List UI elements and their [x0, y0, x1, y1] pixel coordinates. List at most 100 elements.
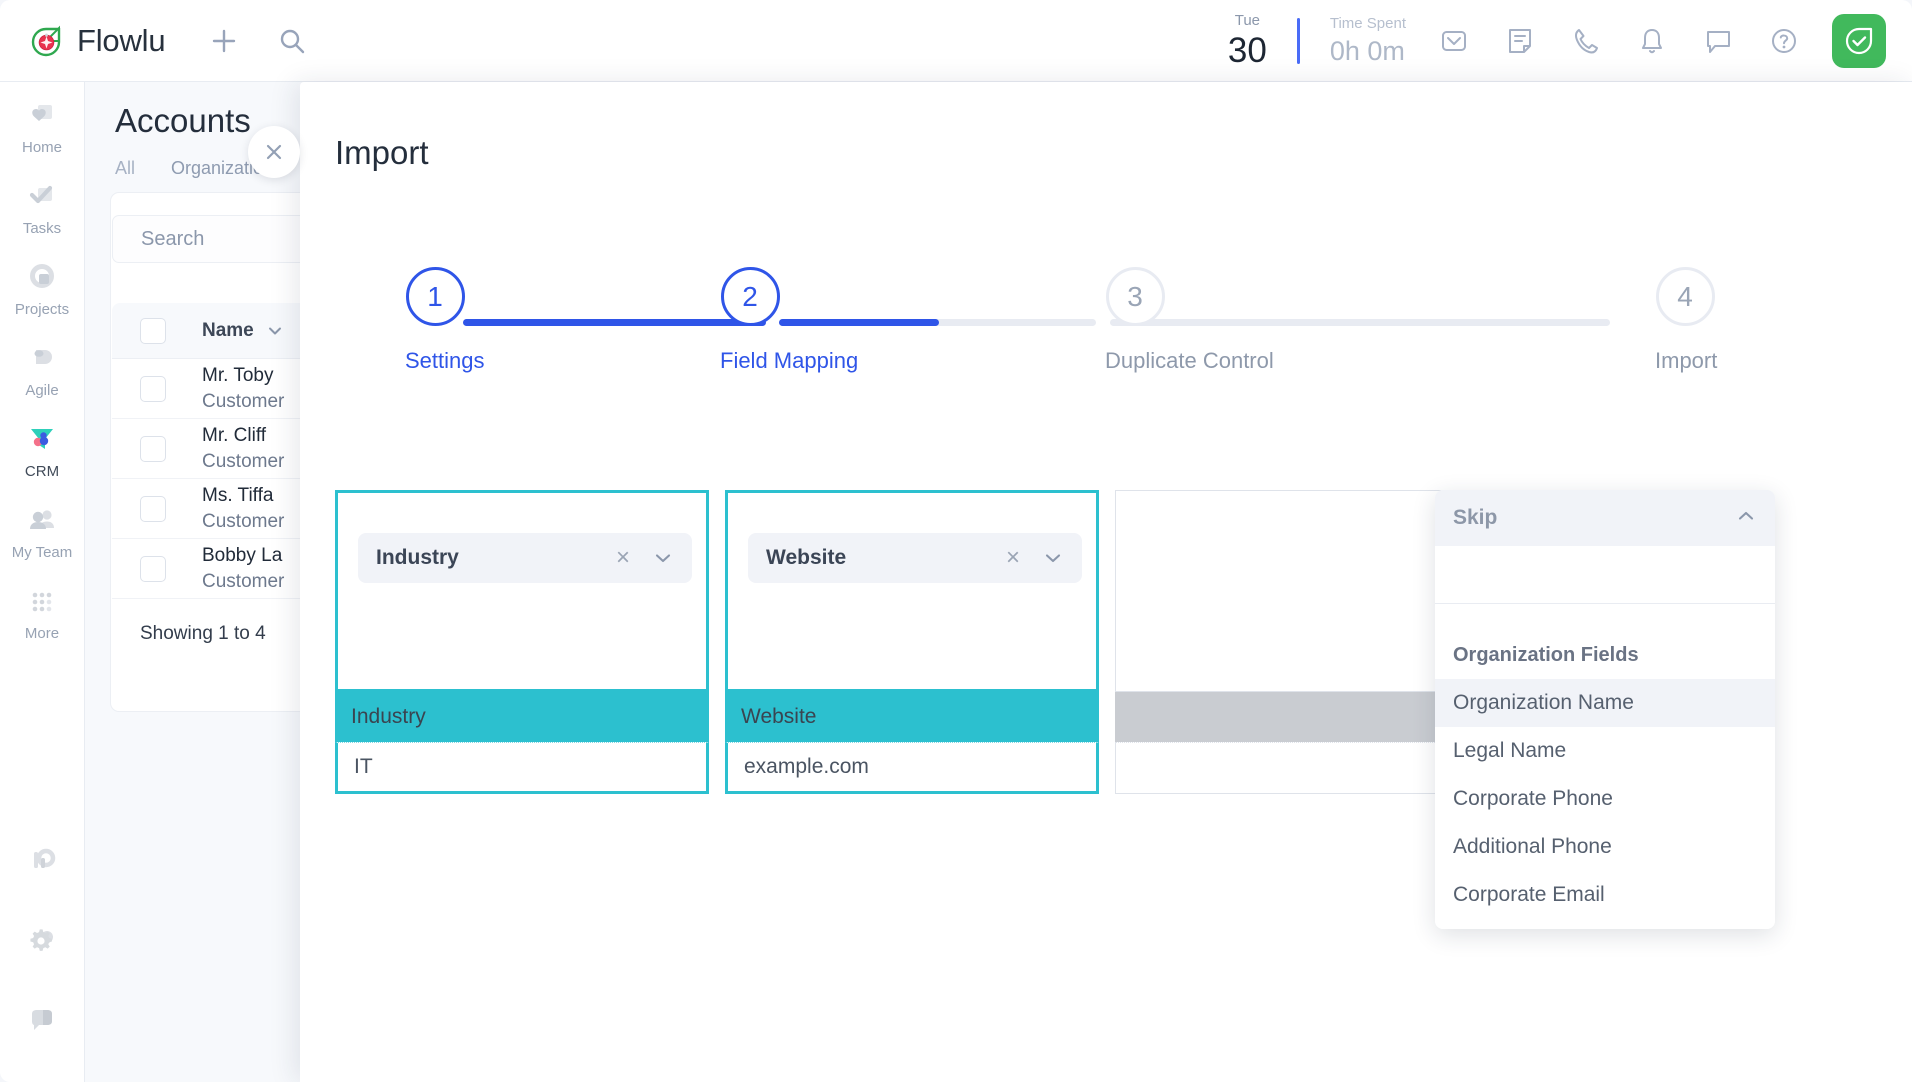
header-right-cluster: Tue 30 Time Spent 0h 0m [1228, 13, 1886, 68]
step-label: Import [1655, 348, 1718, 373]
row-subtitle: Customer [202, 450, 285, 472]
step-1-settings[interactable]: 1 Settings [405, 267, 485, 374]
row-subtitle: Customer [202, 570, 285, 592]
dropdown-item-corporate-phone[interactable]: Corporate Phone [1453, 787, 1613, 810]
check-shield-icon[interactable] [1832, 13, 1886, 68]
sidebar-label: Agile [25, 382, 59, 399]
sidebar-item-more[interactable]: More [0, 568, 85, 649]
date-day-number: 30 [1227, 31, 1267, 70]
portal-icon[interactable] [25, 820, 59, 900]
row-subtitle: Customer [202, 510, 285, 532]
field-select-industry[interactable]: Industry × [358, 533, 692, 583]
row-checkbox[interactable] [140, 435, 166, 462]
agile-icon [25, 341, 59, 375]
dropdown-item-corporate-email[interactable]: Corporate Email [1453, 883, 1605, 906]
sidebar-item-agile[interactable]: Agile [0, 325, 85, 406]
column-header-name[interactable]: Name [202, 320, 284, 342]
dropdown-item-legal-name[interactable]: Legal Name [1453, 739, 1567, 762]
chevron-up-icon[interactable] [1735, 505, 1757, 527]
mail-icon[interactable] [1436, 23, 1472, 59]
import-stepper: 1 Settings 2 Field Mapping 3 Duplicate C… [300, 267, 1912, 407]
step-connector-3-4 [1110, 319, 1610, 326]
chevron-down-icon[interactable] [652, 547, 674, 569]
mapping-card-website: Website × [725, 490, 1099, 692]
home-icon [25, 98, 59, 132]
close-small-icon[interactable]: × [1005, 544, 1020, 571]
sidebar-item-my-team[interactable]: My Team [0, 487, 85, 568]
row-checkbox[interactable] [140, 495, 166, 522]
step-number[interactable]: 2 [720, 267, 780, 326]
dropdown-item-organization-name[interactable]: Organization Name [1435, 679, 1775, 727]
step-connector-2-3-progress [779, 319, 939, 326]
sidebar-item-home[interactable]: Home [0, 82, 85, 163]
flowlu-logo-icon [28, 23, 64, 59]
field-select-value: Industry [376, 546, 459, 569]
chevron-down-icon [268, 327, 281, 334]
mapping-sample-value-skip [1115, 742, 1489, 794]
sidebar-bottom-actions [25, 820, 59, 1082]
close-small-icon[interactable]: × [615, 544, 630, 571]
step-label: Field Mapping [720, 348, 859, 373]
settings-gear-icon[interactable] [25, 900, 59, 980]
help-icon[interactable] [1766, 23, 1802, 59]
field-select-website[interactable]: Website × [748, 533, 1082, 583]
field-mapping-row: Industry × Industry IT Website × [300, 490, 1912, 794]
more-dots-icon [25, 584, 59, 618]
step-3-duplicate-control[interactable]: 3 Duplicate Control [1105, 267, 1274, 374]
dropdown-item-clipped[interactable] [1435, 919, 1775, 929]
close-icon[interactable] [248, 126, 300, 178]
projects-icon [25, 260, 59, 294]
brand-name: Flowlu [77, 22, 166, 58]
date-widget[interactable]: Tue 30 [1228, 13, 1267, 68]
table-pagination-summary: Showing 1 to 4 [140, 623, 266, 644]
dropdown-search-input[interactable] [1435, 546, 1775, 604]
plus-icon[interactable] [207, 24, 241, 58]
step-number[interactable]: 4 [1655, 267, 1715, 326]
time-spent-widget[interactable]: Time Spent 0h 0m [1330, 16, 1406, 65]
row-subtitle: Customer [202, 390, 285, 412]
mapping-column-header-website: Website [725, 692, 1099, 742]
search-icon[interactable] [275, 24, 309, 58]
row-checkbox[interactable] [140, 375, 166, 402]
step-connector-1-2 [463, 319, 766, 326]
chat-icon[interactable] [1700, 23, 1736, 59]
mapping-column-header-industry: Industry [335, 692, 709, 742]
field-select-skip-trigger[interactable]: Skip [1435, 490, 1775, 546]
team-icon [25, 503, 59, 537]
row-name: Mr. Toby [202, 364, 274, 386]
note-icon[interactable] [1502, 23, 1538, 59]
sidebar-label: CRM [24, 463, 60, 480]
row-cell-name: Ms. Tiffa Customer [202, 485, 284, 533]
dropdown-list: Organization Fields Organization Name Le… [1435, 546, 1775, 929]
chevron-down-icon[interactable] [1042, 547, 1064, 569]
phone-icon[interactable] [1568, 23, 1604, 59]
brand-logo-area[interactable]: Flowlu [28, 22, 166, 59]
step-label: Duplicate Control [1105, 348, 1274, 373]
sidebar-label: More [24, 625, 60, 642]
step-label: Settings [405, 348, 485, 373]
row-checkbox[interactable] [140, 555, 166, 582]
bell-icon[interactable] [1634, 23, 1670, 59]
tab-all[interactable]: All [115, 158, 136, 178]
step-2-field-mapping[interactable]: 2 Field Mapping [720, 267, 859, 374]
row-cell-name: Mr. Toby Customer [202, 365, 284, 413]
sidebar-item-projects[interactable]: Projects [0, 244, 85, 325]
sidebar-label: Tasks [22, 220, 62, 237]
step-4-import[interactable]: 4 Import [1655, 267, 1718, 374]
top-header-bar: Flowlu Tue 30 Time Spent 0h 0m [0, 0, 1912, 82]
mapping-card-skip [1115, 490, 1489, 692]
page-title: Accounts [115, 102, 251, 139]
dropdown-spacer [1435, 604, 1775, 634]
sidebar-label: Projects [14, 301, 70, 318]
step-number[interactable]: 1 [405, 267, 465, 326]
step-number[interactable]: 3 [1105, 267, 1165, 326]
sidebar-item-tasks[interactable]: Tasks [0, 163, 85, 244]
column-header-label: Name [202, 319, 254, 341]
sidebar-label: Home [21, 139, 62, 156]
dropdown-item-additional-phone[interactable]: Additional Phone [1453, 835, 1612, 858]
mapping-column-header-skip [1115, 692, 1489, 742]
sidebar-item-crm[interactable]: CRM [0, 406, 85, 487]
support-chat-icon[interactable] [25, 980, 59, 1060]
select-all-checkbox[interactable] [140, 317, 166, 344]
time-spent-value: 0h 0m [1329, 36, 1405, 66]
